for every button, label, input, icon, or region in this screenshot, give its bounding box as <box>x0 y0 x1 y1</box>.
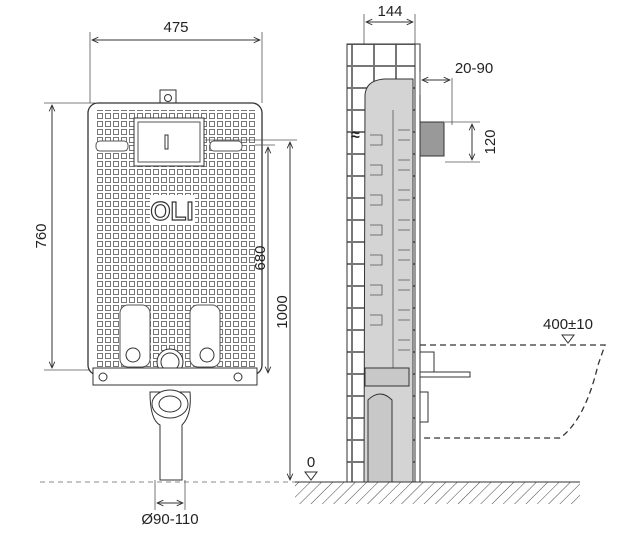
total-height-label: 1000 <box>274 295 291 328</box>
brand-logo: OLI <box>150 196 193 226</box>
height-label: 760 <box>33 223 50 248</box>
front-view: 475 760 OLI <box>33 19 330 528</box>
floor-level-label: 0 <box>307 454 315 471</box>
depth-label: 144 <box>377 3 402 20</box>
width-label: 475 <box>163 19 188 36</box>
flush-plate-module <box>419 121 445 157</box>
side-view: 144 ≈ 20-90 120 400±10 <box>295 3 606 504</box>
cistern-front: OLI <box>87 89 263 386</box>
bowl-height-label: 400±10 <box>543 316 593 333</box>
water-inlet-icon: ≈ <box>351 127 360 144</box>
floor-hatch <box>295 482 580 504</box>
level-marker-icon <box>561 334 575 344</box>
offset-label: 20-90 <box>455 60 493 77</box>
plate-height-label: 120 <box>482 129 499 154</box>
inner-height-label: 680 <box>252 245 269 270</box>
level-marker-icon <box>304 471 318 481</box>
drain-pipe <box>149 389 191 481</box>
drain-diameter-label: Ø90-110 <box>141 511 198 528</box>
wall-hung-toilet-outline <box>420 344 606 439</box>
